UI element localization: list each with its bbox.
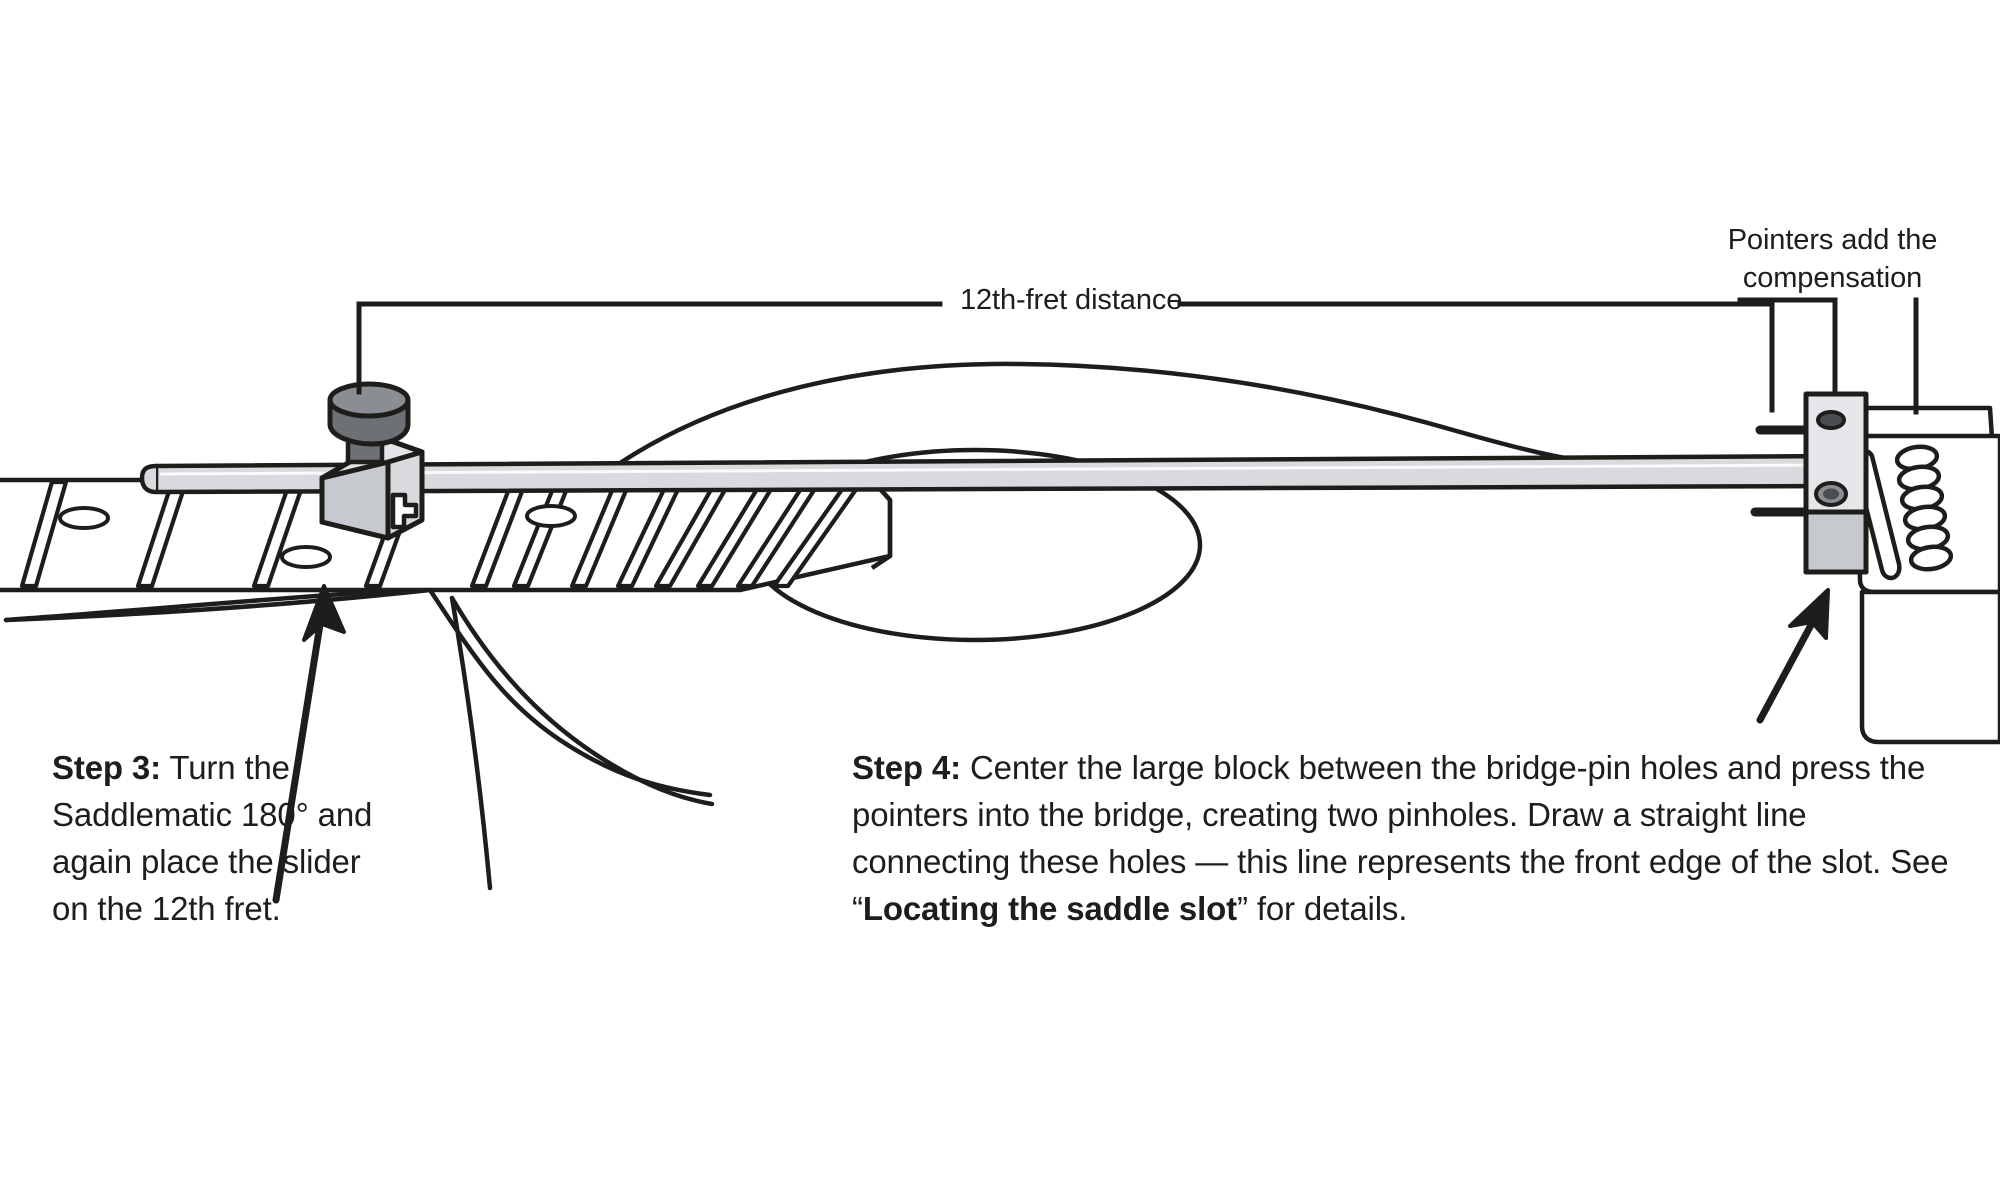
slider-block [319, 381, 425, 541]
frets [19, 478, 865, 589]
arrow-to-slider [272, 584, 346, 904]
arrow-to-large-block [1756, 588, 1830, 724]
bridge [1840, 405, 2000, 745]
body-lower-sweep [3, 587, 715, 891]
leader-pointers-block [1737, 297, 1838, 395]
step-4-label: Step 4: [852, 749, 961, 786]
step-3-text: Step 3: Turn the Saddlematic 180° and ag… [52, 745, 392, 932]
block-screw-holes [1814, 410, 1848, 507]
label-12th-fret-distance: 12th-fret distance [960, 284, 1183, 316]
step-3-label: Step 3: [52, 749, 161, 786]
step-4-emphasis-locating-the-saddle-slot: Locating the saddle slot [862, 889, 1237, 927]
step-4-text: Step 4: Center the large block between t… [852, 745, 1962, 932]
position-dots [58, 504, 577, 569]
leader-lines [356, 297, 1919, 415]
bridge-pin-holes [1894, 444, 1954, 572]
step-4-body-part-2: ” for details. [1236, 889, 1408, 927]
step-4-body-part-1: Center the large block between the bridg… [852, 749, 1949, 927]
callout-pointers-add-compensation: Pointers add the compensation [1727, 224, 1938, 294]
large-block [1750, 391, 1869, 575]
step-3-body: Turn the Saddlematic 180° and again plac… [52, 749, 373, 927]
pointer-prongs [1750, 425, 1813, 517]
leader-12th-fret-left [356, 301, 943, 395]
fretboard [0, 477, 900, 593]
leader-12th-fret-right [1177, 301, 1775, 413]
